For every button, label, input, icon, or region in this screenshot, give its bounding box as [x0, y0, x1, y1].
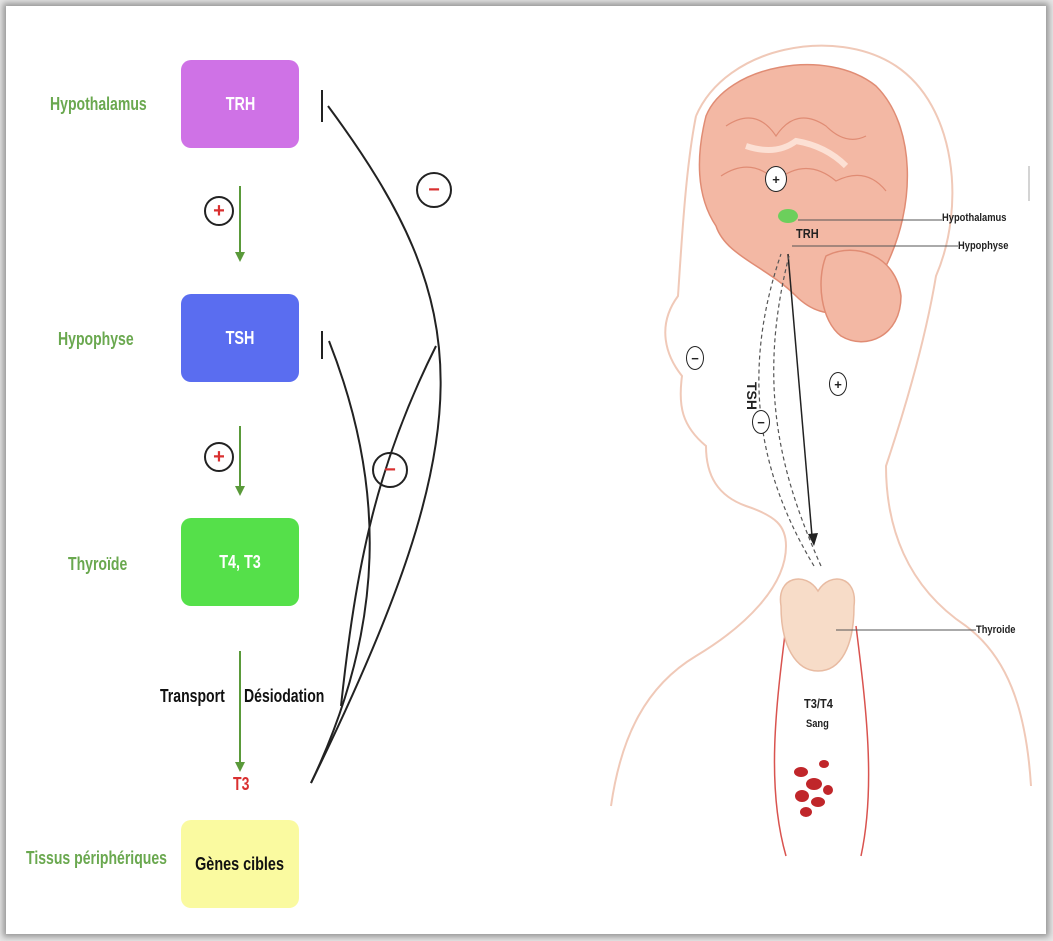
cerebellum-shape	[821, 250, 901, 341]
thyroide-label: Thyroide	[976, 624, 1015, 636]
right-minus-sign-2: −	[752, 410, 770, 434]
hypothalamus-marker	[778, 209, 798, 223]
thyroid-gland	[780, 579, 854, 671]
hypophyse-label: Hypophyse	[958, 240, 1008, 252]
hypothalamus-label: Hypothalamus	[942, 212, 1006, 224]
tsh-vertical-label: TSH	[744, 382, 760, 410]
neck-vessel-left	[774, 626, 786, 856]
right-plus-sign-1: +	[765, 166, 787, 192]
blood-cells	[794, 760, 833, 817]
neck-vessel-right	[856, 626, 869, 856]
figure-frame: Hypothalamus Hypophyse Thyroïde Tissus p…	[6, 6, 1046, 934]
trh-label: TRH	[796, 226, 819, 241]
right-plus-sign-2: +	[829, 372, 847, 396]
head-illustration	[6, 6, 1046, 934]
right-minus-sign-1: −	[686, 346, 704, 370]
sang-label: Sang	[806, 718, 829, 730]
hormones-label: T3/T4	[804, 696, 833, 711]
